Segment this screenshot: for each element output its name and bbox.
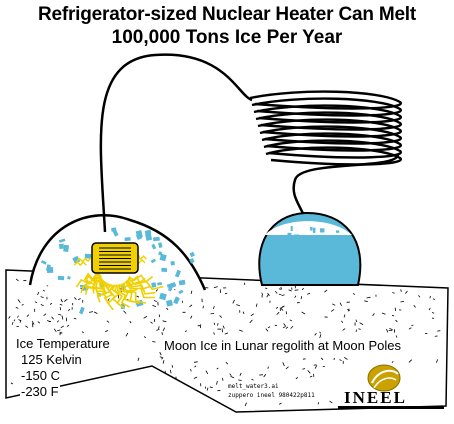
- water-droplet: [189, 252, 195, 258]
- moon-ice-label: Moon Ice in Lunar regolith at Moon Poles: [163, 338, 402, 354]
- splash-droplet: [282, 239, 287, 243]
- splash-droplet: [294, 235, 299, 239]
- ineel-logo-text: INEEL: [344, 388, 407, 408]
- water-droplet: [153, 237, 160, 242]
- water-droplet: [63, 245, 69, 252]
- water-droplet: [58, 276, 65, 280]
- ice-temperature-label: Ice Temperature: [15, 336, 111, 352]
- splash-droplet: [313, 228, 316, 233]
- splash-droplet: [336, 230, 339, 232]
- water-droplet: [125, 237, 131, 241]
- nuclear-heater: [92, 243, 138, 273]
- splash-droplet: [328, 239, 333, 243]
- splash-droplet: [310, 227, 312, 231]
- heat-pipe: [101, 55, 252, 232]
- water-droplet: [59, 244, 64, 249]
- file-caption-name: melt_water3.ai: [228, 383, 279, 390]
- splash-droplet: [281, 237, 284, 239]
- water-droplet: [151, 282, 156, 287]
- regolith-speck: [356, 330, 357, 332]
- water-tank: [259, 213, 360, 285]
- diagram-title-line2: 100,000 Tons Ice Per Year: [0, 27, 454, 49]
- water-droplet: [161, 268, 167, 272]
- regolith-speck: [159, 326, 160, 329]
- heat-exchanger-coil: [250, 92, 401, 165]
- diagram-title-line1: Refrigerator-sized Nuclear Heater Can Me…: [0, 4, 454, 26]
- regolith-speck: [301, 296, 302, 299]
- splash-droplet: [288, 233, 292, 236]
- regolith-speck: [182, 301, 183, 303]
- regolith-speck: [265, 288, 267, 289]
- splash-droplet: [324, 236, 328, 238]
- heater-fins: [99, 248, 131, 269]
- kelvin-value: 125 Kelvin: [20, 352, 83, 368]
- file-caption-id: zuppero ineel 980422p811: [228, 392, 315, 399]
- regolith-speck: [214, 323, 215, 325]
- celsius-value: -150 C: [20, 368, 61, 384]
- splash-droplet: [319, 240, 322, 243]
- splash-droplet: [291, 226, 293, 231]
- splash-droplet: [306, 240, 311, 242]
- water-droplet: [170, 261, 175, 266]
- regolith-speck: [430, 296, 431, 298]
- water-droplet: [47, 267, 53, 273]
- fahrenheit-value: -230 F: [20, 384, 60, 400]
- splash-droplet: [320, 228, 325, 232]
- regolith-speck: [22, 305, 24, 306]
- regolith-speck: [211, 313, 214, 314]
